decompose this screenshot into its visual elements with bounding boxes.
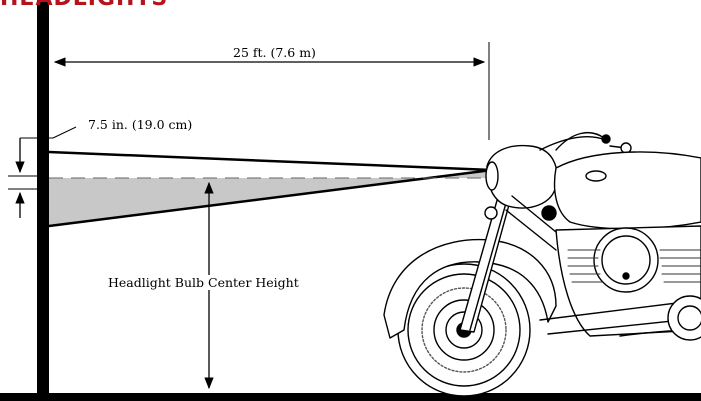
bulb-center-height-label: Headlight Bulb Center Height — [108, 275, 299, 290]
beam-upper-edge — [48, 150, 493, 172]
wall — [37, 0, 49, 395]
distance-label: 25 ft. (7.6 m) — [233, 45, 316, 60]
motorcycle-illustration — [383, 131, 701, 397]
beam-lower-edge — [48, 168, 493, 228]
section-title: HEADLIGHTS — [0, 0, 168, 11]
floor-line — [0, 393, 701, 401]
drop-leader-line — [52, 126, 77, 139]
drop-label: 7.5 in. (19.0 cm) — [88, 117, 193, 132]
